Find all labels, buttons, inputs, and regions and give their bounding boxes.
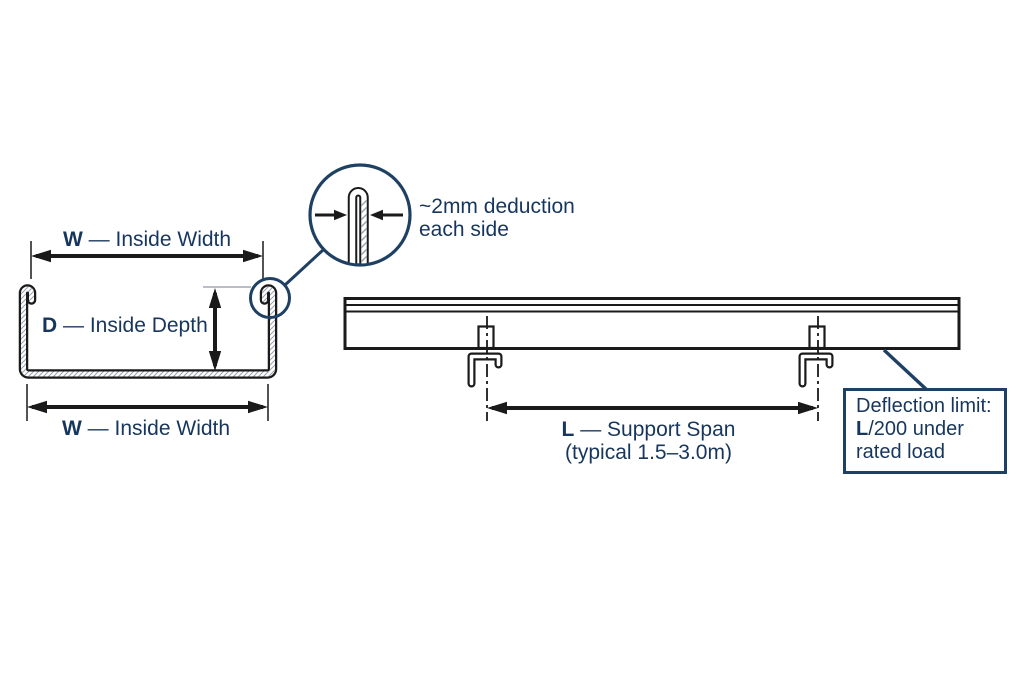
deflection-callout-box: Deflection limit: L/200 under rated load	[843, 388, 1007, 474]
detail-magnifier-circle	[308, 163, 412, 267]
magnified-lip	[347, 187, 369, 264]
detail-note: ~2mm deduction each side	[419, 195, 575, 241]
channel-cross-section	[18, 284, 278, 379]
width-top-label: W — Inside Width	[63, 228, 231, 251]
width-dimension-top	[30, 241, 264, 279]
tray-body	[343, 297, 961, 350]
callout-span-symbol: L	[856, 418, 869, 440]
depth-label: D — Inside Depth	[42, 314, 208, 337]
clamp-block	[808, 325, 826, 350]
width-top-symbol: W	[63, 228, 83, 251]
hanger-clip-core	[469, 354, 501, 386]
width-top-text: — Inside Width	[82, 228, 232, 251]
callout-leader-line	[882, 348, 929, 392]
thickness-arrowhead-left	[334, 209, 347, 221]
hanger-clip-outline	[467, 352, 503, 388]
extension-lines	[30, 241, 264, 279]
callout-line1: Deflection limit:	[856, 395, 992, 417]
arrowhead-left	[27, 400, 47, 414]
detail-zoom	[249, 163, 412, 319]
tray-side-view	[343, 297, 961, 350]
arrowhead-right	[248, 400, 268, 414]
span-note: (typical 1.5–3.0m)	[565, 441, 732, 464]
thickness-arrowhead-right	[370, 209, 383, 221]
detail-note-line1: ~2mm deduction	[419, 195, 575, 218]
clamp-block	[477, 325, 495, 350]
channel-hatching	[21, 286, 275, 377]
tray-top-ribs	[346, 304, 958, 313]
depth-symbol: D	[42, 314, 58, 337]
detail-source-circle	[249, 277, 291, 319]
callout-line2-text: /200 under	[868, 418, 964, 440]
arrowhead-left	[487, 401, 507, 415]
width-dimension-bottom	[26, 384, 269, 421]
detail-note-line2: each side	[419, 218, 509, 241]
depth-text: — Inside Depth	[57, 314, 208, 337]
hanger-clip-outline	[798, 352, 834, 388]
arrowhead-up	[208, 288, 222, 308]
support-bracket-2	[798, 316, 834, 421]
span-symbol: L	[561, 418, 575, 441]
hanger-clip-core	[800, 354, 832, 386]
span-dimension	[487, 401, 818, 415]
extension-lines	[26, 384, 269, 421]
depth-dimension	[203, 286, 251, 371]
detail-leader-line	[283, 248, 325, 287]
magnified-lip-core	[349, 189, 367, 264]
support-bracket-1	[467, 316, 503, 421]
arrowhead-right	[243, 249, 263, 263]
callout-line2: L/200 under	[856, 418, 1004, 441]
span-text: — Support Span	[574, 418, 736, 441]
arrowhead-down	[208, 351, 222, 371]
span-label: L — Support Span (typical 1.5–3.0m)	[556, 418, 741, 464]
width-bottom-label: W — Inside Width	[62, 417, 230, 440]
arrowhead-left	[31, 249, 51, 263]
span-label-line1: L — Support Span	[556, 418, 741, 441]
width-bottom-symbol: W	[62, 417, 82, 440]
width-bottom-text: — Inside Width	[81, 417, 231, 440]
arrowhead-right	[798, 401, 818, 415]
callout-line3: rated load	[856, 441, 945, 463]
